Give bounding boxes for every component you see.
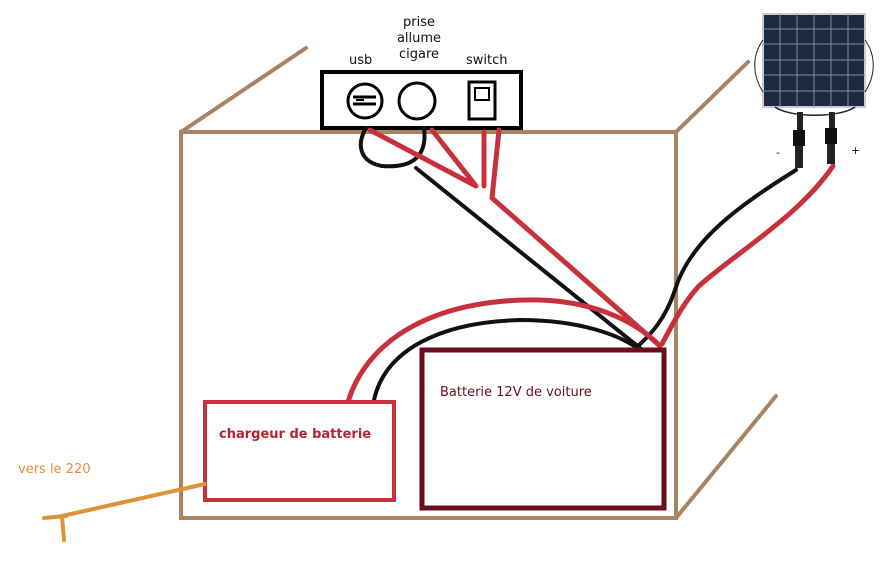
solar-red-wire [659, 163, 836, 347]
battery-label: Batterie 12V de voiture [440, 385, 592, 400]
solar-black-wire [636, 168, 798, 348]
control-panel [320, 70, 523, 130]
charger-black-wire [372, 318, 642, 402]
box-front-face [179, 130, 678, 520]
panel-red-wire-1 [367, 127, 479, 189]
solar-plus-label: + [851, 144, 861, 157]
panel-black-to-battery-wire [414, 166, 642, 350]
box-top-right-edge [674, 60, 750, 134]
mains-label: vers le 220 [18, 462, 91, 477]
solar-minus-connector-icon [793, 112, 805, 168]
cigar-label-line1: prise [403, 15, 435, 30]
solar-minus-label: - [776, 146, 780, 159]
usb-black-wire [358, 126, 427, 169]
panel-red-wire-3 [489, 127, 663, 349]
enclosure-box [179, 46, 778, 520]
cigar-socket-icon [397, 81, 437, 121]
cigar-label: prise allume cigare [394, 15, 444, 63]
box-bottom-right-edge [674, 394, 778, 520]
switch-label: switch [466, 53, 508, 68]
switch-icon [467, 80, 497, 121]
solar-plus-connector-icon [825, 112, 837, 164]
box-top-left-edge [179, 46, 308, 134]
usb-socket-icon [346, 82, 384, 120]
mains-wire [42, 482, 207, 542]
solar-panel [754, 13, 874, 168]
battery-box [419, 347, 667, 511]
cigar-label-line3: cigare [398, 47, 440, 62]
cigar-label-line2: allume [396, 31, 442, 46]
charger-label: chargeur de batterie [219, 427, 372, 442]
charger-red-wire [345, 297, 663, 405]
usb-label: usb [349, 53, 373, 68]
charger-box [203, 400, 396, 502]
